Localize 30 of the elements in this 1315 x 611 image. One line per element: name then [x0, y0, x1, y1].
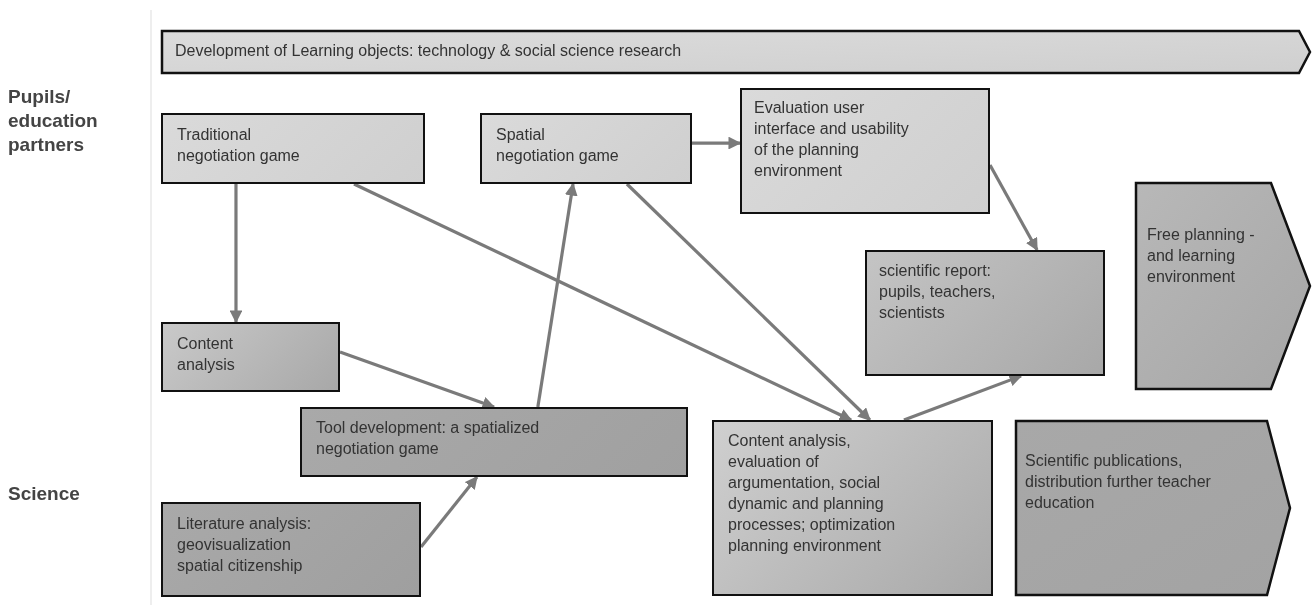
node-text: Scientific publications, distribution further teacher education	[1024, 451, 1212, 513]
lane-label: Science	[8, 482, 81, 506]
arrow	[692, 136, 742, 150]
process-box	[865, 250, 1105, 376]
arrow	[229, 184, 243, 324]
arrow	[353, 182, 853, 422]
arrow	[625, 182, 872, 422]
node-text: Development of Learning objects: technology & social science research	[174, 41, 683, 61]
process-box	[161, 113, 425, 184]
arrow	[536, 182, 578, 408]
process-box	[161, 502, 421, 597]
node-text: Literature analysis: geovisualization spatial citizenship	[176, 514, 313, 576]
lane-label: Pupils/ education partners	[8, 85, 99, 157]
arrow	[339, 350, 496, 410]
pentagon-box	[1135, 182, 1311, 390]
node-text: Spatial negotiation game	[495, 125, 620, 166]
node-text: Content analysis, evaluation of argumentation, social dynamic and planning processes; optimization planning environment	[727, 431, 897, 556]
node-text: Evaluation user interface and usability of the planning environment	[753, 98, 910, 181]
process-box	[480, 113, 692, 184]
node-text: Free planning - and learning environment	[1146, 225, 1256, 287]
node-text: Traditional negotiation game	[176, 125, 301, 166]
chevron-arrow-box	[1015, 420, 1291, 596]
process-box	[161, 322, 340, 392]
arrow	[903, 374, 1023, 422]
node-text: Content analysis	[176, 334, 236, 375]
process-box	[712, 420, 993, 596]
node-text: scientific report: pupils, teachers, scientists	[878, 261, 997, 323]
node-text: Tool development: a spatialized negotiation game	[315, 418, 541, 459]
process-box	[300, 407, 688, 477]
process-box	[740, 88, 990, 214]
